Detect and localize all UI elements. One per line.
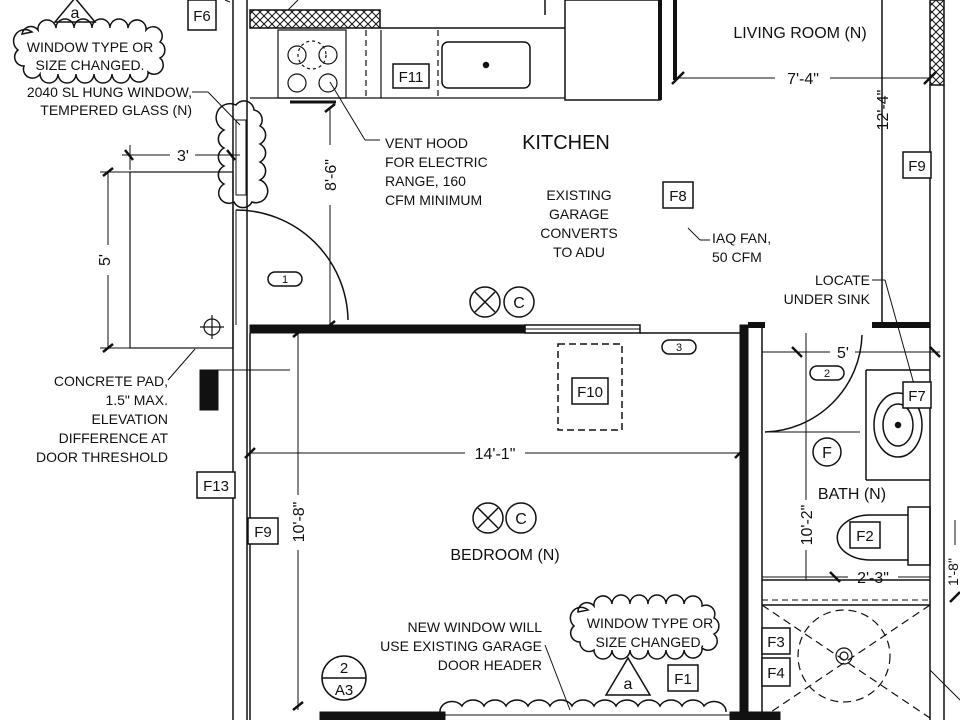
svg-text:LOCATE: LOCATE — [815, 272, 870, 288]
svg-text:TO ADU: TO ADU — [553, 244, 605, 260]
tag-f-bath: F — [822, 445, 832, 462]
door-tag-3: 3 — [676, 342, 682, 354]
tag-f1: F1 — [674, 671, 692, 688]
dim-kitchen-height: 8'-6" — [323, 159, 340, 191]
svg-text:WINDOW TYPE OR: WINDOW TYPE OR — [587, 615, 714, 631]
co-detector-bedroom-label: C — [515, 511, 527, 528]
tag-f9-bedroom: F9 — [254, 524, 272, 541]
tag-f6: F6 — [193, 8, 211, 25]
room-label-bedroom: BEDROOM (N) — [450, 547, 559, 564]
toilet — [836, 506, 931, 566]
bath-door — [764, 334, 863, 433]
dim-edge: 1'-8" — [945, 558, 960, 586]
tag-f3: F3 — [767, 634, 785, 651]
bath-sink — [873, 392, 923, 458]
room-label-bath: BATH (N) — [818, 486, 886, 503]
tag-f8: F8 — [669, 188, 687, 205]
walls — [199, 0, 945, 720]
svg-text:2040 SL HUNG WINDOW,: 2040 SL HUNG WINDOW, — [27, 84, 192, 100]
svg-text:CFM MINIMUM: CFM MINIMUM — [385, 192, 482, 208]
revision-triangle-top — [53, 0, 97, 23]
section-mark-sheet: A3 — [335, 682, 353, 699]
dim-bedroom-height: 10'-8" — [291, 502, 308, 543]
door-tag-1: 1 — [282, 274, 288, 286]
note-concrete-pad: CONCRETE PAD, 1.5" MAX. ELEVATION DIFFER… — [36, 373, 168, 465]
svg-text:USE EXISTING GARAGE: USE EXISTING GARAGE — [380, 638, 542, 654]
note-window-changed-bottom: WINDOW TYPE OR SIZE CHANGED. — [587, 615, 714, 650]
svg-text:SIZE CHANGED.: SIZE CHANGED. — [596, 634, 705, 650]
leader-lines — [167, 0, 918, 711]
svg-text:FOR ELECTRIC: FOR ELECTRIC — [385, 154, 488, 170]
kitchen-door — [235, 209, 349, 325]
tag-f13: F13 — [203, 478, 229, 495]
tag-f2: F2 — [856, 528, 874, 545]
svg-text:SIZE CHANGED.: SIZE CHANGED. — [36, 57, 145, 73]
dim-bedroom-width: 14'-1" — [475, 446, 516, 463]
tag-f9-living: F9 — [908, 158, 926, 175]
section-mark — [321, 655, 367, 701]
note-garage-converts: EXISTING GARAGE CONVERTS TO ADU — [540, 187, 618, 260]
svg-text:DIFFERENCE AT: DIFFERENCE AT — [59, 430, 169, 446]
shower — [761, 604, 931, 719]
dim-bath-width: 5' — [837, 345, 849, 362]
svg-text:DOOR THRESHOLD: DOOR THRESHOLD — [36, 449, 168, 465]
note-locate-sink: LOCATE UNDER SINK — [784, 272, 871, 307]
svg-text:DOOR HEADER: DOOR HEADER — [438, 657, 542, 673]
svg-text:RANGE, 160: RANGE, 160 — [385, 173, 466, 189]
note-iaq-fan: IAQ FAN, 50 CFM — [712, 230, 771, 265]
svg-text:ELEVATION: ELEVATION — [91, 411, 168, 427]
dim-living-height: 12'-4" — [875, 90, 892, 131]
window-cloud-bottom — [439, 699, 727, 713]
revision-top-label: a — [71, 5, 80, 22]
co-detector-kitchen-label: C — [513, 295, 525, 312]
counter — [250, 30, 565, 99]
smoke-detector-bedroom — [472, 502, 537, 534]
svg-text:EXISTING: EXISTING — [546, 187, 611, 203]
room-label-kitchen: KITCHEN — [522, 132, 610, 154]
dimension-lines — [100, 30, 960, 711]
svg-text:CONVERTS: CONVERTS — [540, 225, 618, 241]
door-tags — [267, 271, 845, 381]
note-vent-hood: VENT HOOD FOR ELECTRIC RANGE, 160 CFM MI… — [385, 135, 488, 208]
smoke-detector-kitchen — [469, 286, 535, 318]
svg-text:50 CFM: 50 CFM — [712, 249, 762, 265]
svg-text:VENT HOOD: VENT HOOD — [385, 135, 468, 151]
note-new-window: NEW WINDOW WILL USE EXISTING GARAGE DOOR… — [380, 619, 542, 673]
window-cloud-left — [215, 100, 269, 209]
tag-f4: F4 — [767, 665, 785, 682]
section-mark-number: 2 — [340, 660, 348, 677]
kitchen-sink — [441, 41, 531, 89]
dim-toilet-width: 2'-3" — [857, 570, 889, 587]
note-window-changed-top: WINDOW TYPE OR SIZE CHANGED. — [27, 39, 154, 73]
note-hung-window: 2040 SL HUNG WINDOW, TEMPERED GLASS (N) — [27, 84, 192, 118]
note-cloud-bottom — [569, 594, 720, 660]
dim-living-width: 7'-4" — [787, 71, 819, 88]
svg-text:UNDER SINK: UNDER SINK — [784, 291, 871, 307]
svg-text:IAQ FAN,: IAQ FAN, — [712, 230, 771, 246]
dim-pad-width: 3' — [177, 148, 189, 165]
revision-triangle-bottom — [604, 656, 652, 696]
svg-text:1.5" MAX.: 1.5" MAX. — [105, 392, 168, 408]
room-label-living: LIVING ROOM (N) — [733, 25, 866, 42]
tag-f7: F7 — [908, 388, 926, 405]
svg-text:NEW WINDOW WILL: NEW WINDOW WILL — [407, 619, 542, 635]
svg-text:TEMPERED GLASS (N): TEMPERED GLASS (N) — [40, 102, 192, 118]
tag-f11: F11 — [399, 69, 424, 86]
svg-text:GARAGE: GARAGE — [549, 206, 609, 222]
tag-boxes — [187, 0, 932, 692]
svg-text:WINDOW TYPE OR: WINDOW TYPE OR — [27, 39, 154, 55]
revision-bottom-label: a — [624, 676, 633, 693]
svg-text:CONCRETE PAD,: CONCRETE PAD, — [54, 373, 168, 389]
door-tag-2: 2 — [824, 368, 830, 380]
dim-pad-height: 5' — [97, 254, 114, 266]
dim-bath-height: 10'-2" — [799, 505, 816, 546]
concrete-pad — [129, 171, 234, 349]
tag-f10: F10 — [577, 384, 603, 401]
